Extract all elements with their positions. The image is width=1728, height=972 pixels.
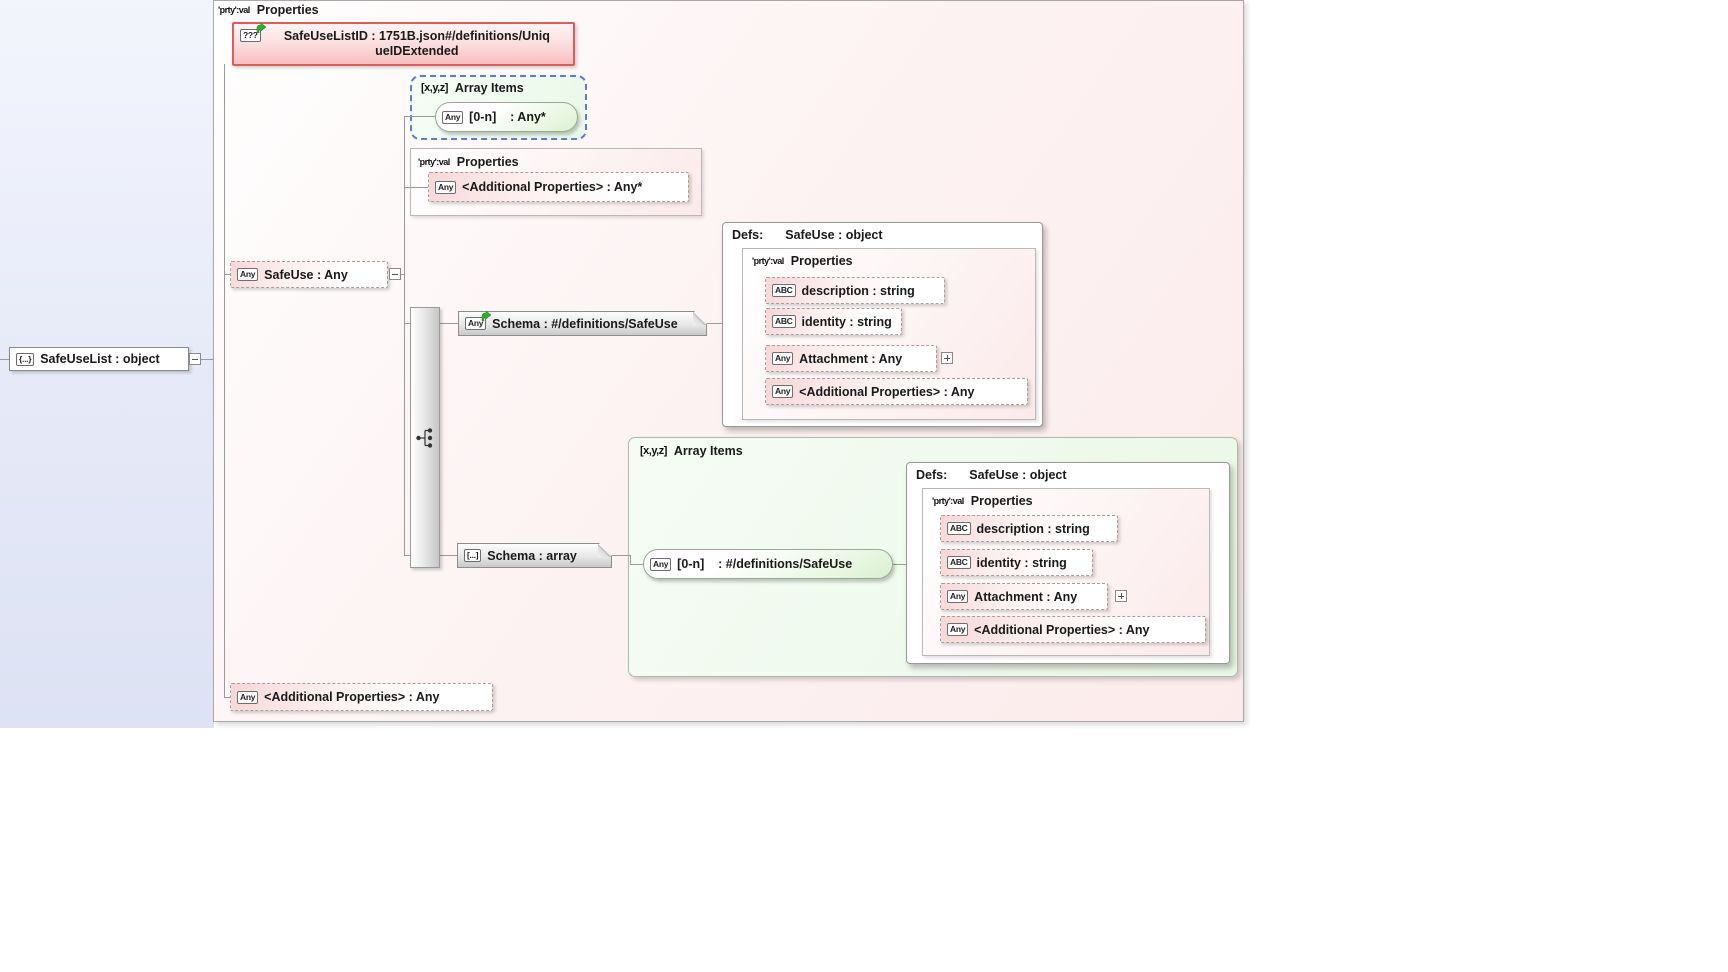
- any-type-icon: Any: [772, 352, 794, 365]
- safeuse-properties-header: 'prty':val Properties: [418, 155, 519, 169]
- any-type-icon: Any: [947, 590, 969, 603]
- connector-line: [401, 274, 404, 275]
- any-type-icon: Any: [465, 317, 486, 330]
- connector-line: [201, 359, 213, 360]
- question-type-icon: ???: [240, 29, 261, 42]
- node-safeuselist-root[interactable]: {...} SafeUseList : object: [9, 347, 189, 371]
- node-additional-properties[interactable]: Any <Additional Properties> : Any: [940, 616, 1206, 643]
- prty-val-icon: 'prty':val: [418, 157, 450, 167]
- connector-line: [707, 323, 722, 324]
- connector-line: [404, 187, 428, 188]
- defs-label: Defs:: [916, 468, 948, 482]
- connector-line: [630, 564, 643, 565]
- array-items-top-header: [x,y,z] Array Items: [421, 81, 524, 95]
- abc-type-icon: ABC: [947, 522, 971, 535]
- array-type-icon: [...]: [464, 549, 481, 562]
- defs-lower-title: Defs: SafeUse : object: [916, 468, 1067, 482]
- reference-badge-icon: [256, 23, 266, 33]
- connector-line: [404, 116, 405, 556]
- defs-label: Defs:: [732, 228, 764, 242]
- defs-upper-title-label: SafeUse : object: [785, 228, 883, 242]
- node-array-item-ref[interactable]: Any [0-n] : #/definitions/SafeUse: [643, 549, 893, 579]
- any-type-icon: Any: [772, 385, 794, 398]
- any-type-icon: Any: [435, 180, 457, 194]
- connector-line: [224, 274, 230, 275]
- expand-button[interactable]: [941, 352, 953, 364]
- connector-line: [0, 359, 9, 360]
- array-items-lower-header: [x,y,z] Array Items: [640, 444, 743, 458]
- collapse-button[interactable]: [389, 268, 401, 280]
- array-items-top-header-label: Array Items: [454, 81, 524, 95]
- node-safeuselistid[interactable]: ??? SafeUseListID : 1751B.json#/definiti…: [232, 22, 575, 66]
- node-additional-properties-root-label: <Additional Properties> : Any: [264, 690, 440, 704]
- node-identity[interactable]: ABC identity : string: [765, 308, 902, 335]
- collapse-button[interactable]: [189, 353, 201, 365]
- object-type-icon: {...}: [16, 352, 35, 366]
- any-type-icon: Any: [237, 268, 259, 281]
- any-type-icon: Any: [650, 557, 672, 571]
- connector-line: [404, 116, 435, 117]
- node-safeuselist-root-label: SafeUseList : object: [40, 352, 160, 366]
- prty-val-icon: 'prty':val: [752, 256, 784, 266]
- compositor-icon: [415, 427, 432, 448]
- prty-val-icon: 'prty':val: [932, 496, 964, 506]
- prty-val-icon: 'prty':val: [218, 5, 250, 15]
- node-schema-array-label: Schema : array: [487, 548, 577, 563]
- node-additional-properties[interactable]: Any <Additional Properties> : Any: [765, 378, 1028, 405]
- node-additional-properties-star[interactable]: Any <Additional Properties> : Any*: [428, 172, 689, 202]
- xyz-array-icon: [x,y,z]: [421, 82, 448, 94]
- node-array-item-any-label: [0-n] : Any*: [469, 110, 546, 124]
- node-identity[interactable]: ABC identity : string: [940, 549, 1093, 576]
- abc-type-icon: ABC: [947, 556, 971, 569]
- node-safeuselistid-label: SafeUseListID : 1751B.json#/definitions/…: [283, 29, 550, 58]
- reference-badge-icon: [481, 311, 491, 321]
- expand-button[interactable]: [1115, 590, 1127, 602]
- node-schema-array[interactable]: [...] Schema : array: [457, 543, 612, 568]
- any-type-icon: Any: [442, 110, 464, 124]
- connector-line: [224, 697, 230, 698]
- connector-line: [630, 555, 631, 565]
- node-schema-ref[interactable]: Any Schema : #/definitions/SafeUse: [458, 311, 707, 336]
- connector-line: [224, 64, 225, 697]
- any-type-icon: Any: [237, 690, 259, 704]
- defs-lower-properties-header: 'prty':val Properties: [932, 494, 1033, 508]
- abc-type-icon: ABC: [772, 315, 796, 328]
- properties-header: 'prty':val Properties: [218, 3, 319, 17]
- node-array-item-any[interactable]: Any [0-n] : Any*: [435, 102, 578, 132]
- node-additional-properties-root[interactable]: Any <Additional Properties> : Any: [230, 683, 493, 711]
- properties-header-label: Properties: [256, 3, 319, 17]
- connector-line: [893, 564, 906, 565]
- node-attachment[interactable]: Any Attachment : Any: [765, 345, 937, 372]
- xyz-array-icon: [x,y,z]: [640, 445, 667, 457]
- safeuse-properties-header-label: Properties: [456, 155, 519, 169]
- defs-upper-title: Defs: SafeUse : object: [732, 228, 883, 242]
- node-description[interactable]: ABC description : string: [940, 515, 1118, 542]
- abc-type-icon: ABC: [772, 284, 796, 297]
- connector-line: [612, 555, 630, 556]
- node-safeuse[interactable]: Any SafeUse : Any: [230, 261, 388, 288]
- any-type-icon: Any: [947, 623, 969, 636]
- defs-lower-title-label: SafeUse : object: [969, 468, 1067, 482]
- node-description[interactable]: ABC description : string: [765, 277, 945, 304]
- node-schema-ref-label: Schema : #/definitions/SafeUse: [492, 316, 678, 331]
- defs-upper-properties-header: 'prty':val Properties: [752, 254, 853, 268]
- node-attachment[interactable]: Any Attachment : Any: [940, 583, 1108, 610]
- node-additional-properties-star-label: <Additional Properties> : Any*: [462, 180, 643, 194]
- schema-alternatives-bar[interactable]: [410, 307, 440, 568]
- node-safeuse-label: SafeUse : Any: [264, 267, 348, 282]
